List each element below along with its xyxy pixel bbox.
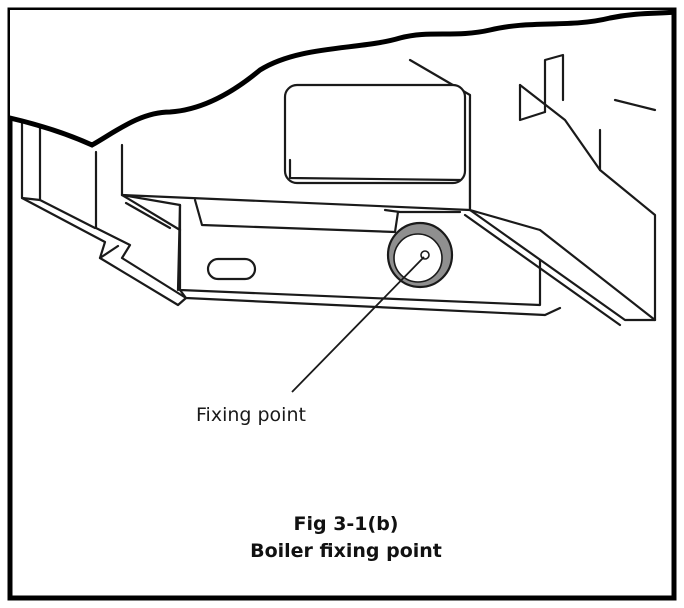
caption-title: Boiler fixing point: [250, 540, 442, 562]
inner-slot: [193, 198, 400, 234]
display-window: [283, 83, 467, 185]
fixing-screw-inner: [393, 233, 443, 283]
vent-slot: [206, 257, 257, 281]
left-bracket: [20, 116, 188, 307]
callout-leader-line: [291, 256, 425, 393]
callout-label: Fixing point: [196, 404, 306, 426]
cutaway-line: [7, 9, 677, 148]
caption-number: Fig 3-1(b): [293, 513, 398, 535]
housing-right-side: [468, 83, 657, 322]
boiler-illustration: [20, 53, 657, 327]
